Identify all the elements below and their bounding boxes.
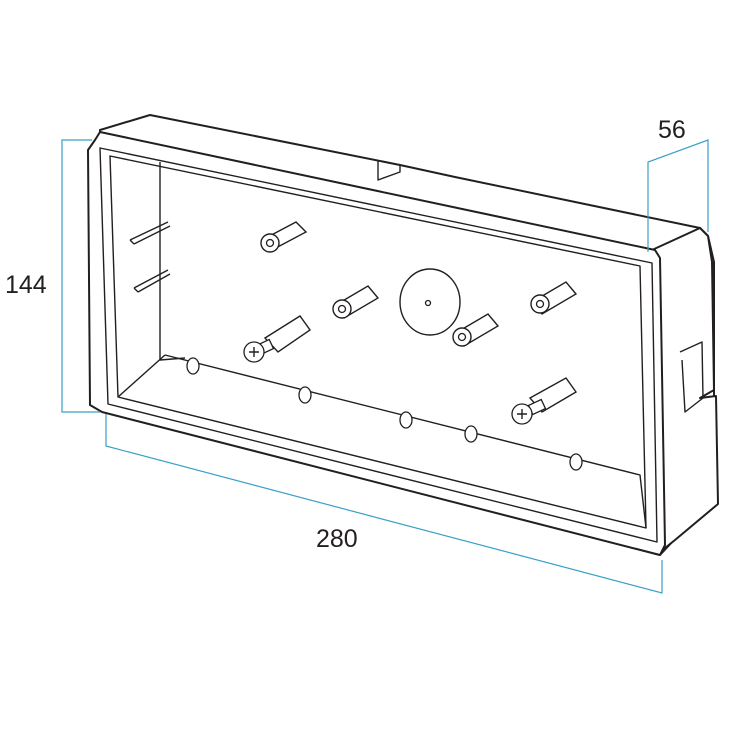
front-flange-outer	[87, 131, 666, 556]
depth-label: 56	[658, 116, 686, 144]
floor-hole	[464, 425, 478, 443]
floor-hole	[186, 357, 200, 375]
cavity-floor-back	[164, 354, 647, 529]
screw-left	[243, 338, 275, 363]
side-pin-upper	[129, 221, 171, 245]
floor-holes	[186, 357, 583, 471]
boss-center-right	[452, 313, 500, 347]
dimension-depth	[647, 139, 709, 252]
back-box	[87, 114, 719, 556]
floor-hole	[298, 386, 312, 404]
boss-center-left	[332, 285, 380, 319]
top-notch	[377, 160, 401, 181]
front-flange-inner	[99, 147, 658, 543]
boss-top-right	[530, 281, 578, 315]
floor-hole	[399, 411, 413, 429]
cable-entry-knockout	[399, 268, 461, 336]
height-label: 144	[5, 271, 47, 299]
side-pin-lower	[133, 269, 171, 293]
floor-hole	[569, 453, 583, 471]
side-notch	[679, 341, 704, 413]
dimension-height	[61, 139, 100, 413]
screw-right	[511, 398, 547, 425]
width-label: 280	[316, 525, 358, 553]
dimension-width	[105, 414, 663, 594]
boss-top-left	[260, 221, 308, 253]
screw-cross-icon	[517, 409, 527, 419]
cavity-floor-edge	[117, 354, 166, 398]
screw-cross-icon	[249, 347, 259, 357]
boss-screw-left	[263, 315, 311, 353]
